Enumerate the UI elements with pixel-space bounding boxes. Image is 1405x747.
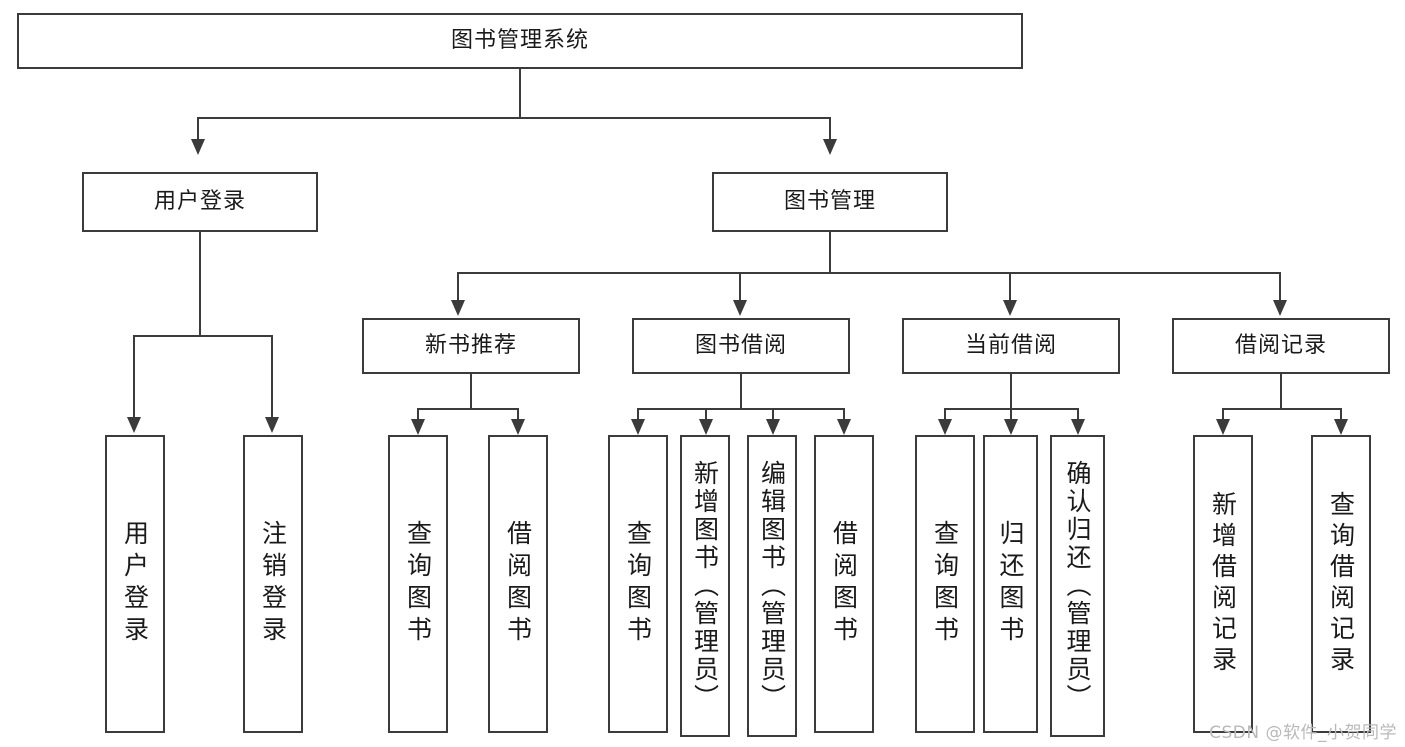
node-label: 查询图书 (930, 520, 960, 648)
connector-drop-book-mgmt (829, 117, 831, 139)
node-book-management[interactable]: 图书管理 (712, 172, 948, 232)
node-label: 查询图书 (623, 520, 653, 648)
node-user-login[interactable]: 用户登录 (82, 172, 318, 232)
arrowhead-borrow-book-2 (837, 419, 851, 435)
node-book-borrow[interactable]: 图书借阅 (632, 318, 850, 374)
connector-drop-query-record (1340, 408, 1342, 419)
connector-current-borrow-stem (1010, 374, 1012, 408)
leaf-user-login[interactable]: 用户登录 (105, 435, 165, 733)
node-label: 图书管理系统 (450, 28, 589, 54)
node-label: 借阅记录 (1234, 333, 1327, 359)
connector-book-borrow-stem (740, 374, 742, 408)
connector-drop-return-book (1010, 408, 1012, 419)
connector-drop-user-login (197, 117, 199, 139)
connector-drop-add-book (705, 408, 707, 419)
connector-drop-query-book-3 (944, 408, 946, 419)
connector-book-borrow-bus (637, 408, 843, 410)
arrowhead-add-book (699, 419, 713, 435)
leaf-query-book-borrow[interactable]: 查询图书 (608, 435, 668, 733)
node-current-borrow[interactable]: 当前借阅 (902, 318, 1120, 374)
connector-book-mgmt-stem (829, 232, 831, 272)
leaf-query-borrow-record[interactable]: 查询借阅记录 (1311, 435, 1371, 733)
leaf-logout[interactable]: 注销登录 (243, 435, 303, 733)
arrowhead-current-borrow (1003, 300, 1017, 316)
node-label: 当前借阅 (964, 333, 1057, 359)
connector-drop-leaf-user-login (133, 335, 135, 417)
leaf-query-book-current[interactable]: 查询图书 (915, 435, 975, 733)
leaf-borrow-book[interactable]: 借阅图书 (814, 435, 874, 733)
connector-drop-edit-book (772, 408, 774, 419)
arrowhead-query-book-3 (938, 419, 952, 435)
arrowhead-return-book (1004, 419, 1018, 435)
node-label: 借阅图书 (503, 520, 533, 648)
arrowhead-query-book-1 (411, 419, 425, 435)
connector-level1-bus (197, 117, 831, 119)
arrowhead-user-login (191, 139, 205, 155)
arrowhead-query-book-2 (631, 419, 645, 435)
node-label: 借阅图书 (829, 520, 859, 648)
connector-drop-borrow-record (1279, 272, 1281, 300)
arrowhead-book-borrow (733, 300, 747, 316)
node-label: 确认归还（管理员） (1063, 460, 1092, 712)
arrowhead-book-mgmt (823, 139, 837, 155)
leaf-borrow-book-recommend[interactable]: 借阅图书 (488, 435, 548, 733)
leaf-query-book-recommend[interactable]: 查询图书 (388, 435, 448, 733)
node-label: 查询图书 (403, 520, 433, 648)
leaf-add-book-admin[interactable]: 新增图书（管理员） (680, 435, 730, 737)
node-label: 注销登录 (258, 520, 288, 648)
connector-drop-borrow-book-1 (517, 408, 519, 419)
node-label: 新增图书（管理员） (690, 460, 720, 712)
connector-drop-query-book-1 (417, 408, 419, 419)
connector-borrow-record-bus (1222, 408, 1341, 410)
leaf-return-book[interactable]: 归还图书 (983, 435, 1038, 733)
connector-drop-new-book (457, 272, 459, 300)
connector-root-stem (519, 69, 521, 117)
connector-drop-query-book-2 (637, 408, 639, 419)
arrowhead-leaf-user-login (127, 417, 141, 433)
arrowhead-leaf-logout (265, 417, 279, 433)
node-label: 编辑图书（管理员） (757, 460, 787, 712)
node-label: 查询借阅记录 (1326, 491, 1356, 677)
connector-user-login-bus (133, 335, 271, 337)
node-label: 图书管理 (783, 189, 876, 215)
node-label: 用户登录 (120, 520, 150, 648)
node-label: 新增借阅记录 (1208, 491, 1238, 677)
connector-drop-confirm-return (1077, 408, 1079, 419)
leaf-add-borrow-record[interactable]: 新增借阅记录 (1193, 435, 1253, 733)
node-label: 归还图书 (996, 520, 1025, 648)
node-label: 用户登录 (153, 189, 246, 215)
node-new-book-recommend[interactable]: 新书推荐 (362, 318, 580, 374)
connector-new-book-bus (417, 408, 519, 410)
node-label: 新书推荐 (424, 333, 517, 359)
arrowhead-edit-book (766, 419, 780, 435)
connector-drop-add-record (1222, 408, 1224, 419)
leaf-confirm-return-admin[interactable]: 确认归还（管理员） (1050, 435, 1105, 737)
node-label: 图书借阅 (694, 333, 787, 359)
arrowhead-borrow-record (1273, 300, 1287, 316)
arrowhead-new-book-rec (451, 300, 465, 316)
connector-drop-borrow-book-2 (843, 408, 845, 419)
leaf-edit-book-admin[interactable]: 编辑图书（管理员） (747, 435, 797, 737)
arrowhead-borrow-book-1 (511, 419, 525, 435)
connector-level2-bus (457, 272, 1281, 274)
connector-drop-leaf-logout (271, 335, 273, 417)
connector-user-login-stem (199, 232, 201, 335)
connector-new-book-stem (470, 374, 472, 408)
connector-drop-current-borrow (1009, 272, 1011, 300)
arrowhead-add-record (1216, 419, 1230, 435)
node-root-library-system[interactable]: 图书管理系统 (17, 13, 1023, 69)
arrowhead-confirm-return (1071, 419, 1085, 435)
connector-drop-book-borrow (739, 272, 741, 300)
connector-borrow-record-stem (1280, 374, 1282, 408)
arrowhead-query-record (1334, 419, 1348, 435)
node-borrow-record[interactable]: 借阅记录 (1172, 318, 1390, 374)
